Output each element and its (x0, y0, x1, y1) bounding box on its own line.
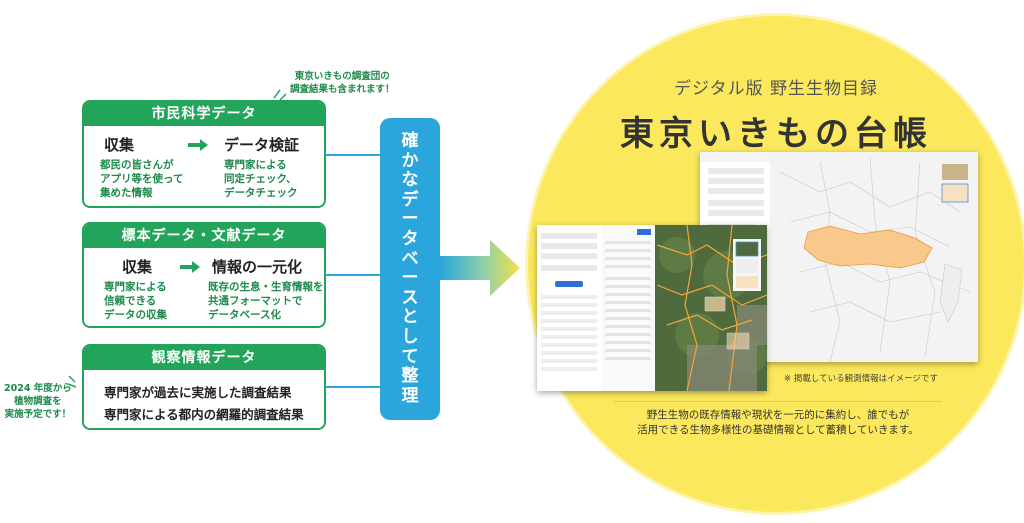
product-caption: 野生生物の既存情報や現状を一元的に集約し、誰でもが 活用できる生物多様性の基礎情… (612, 408, 944, 438)
connector-line (326, 274, 380, 276)
database-bar-label: 確かなデータベースとして整理 (380, 131, 440, 406)
card-title: 観察情報データ (84, 346, 324, 370)
note-line: 2024 年度から (4, 383, 72, 394)
desc-line: データの収集 (104, 309, 167, 321)
desc-line: アプリ等を使って (100, 173, 184, 185)
note-line: 調査結果も含まれます！ (290, 84, 395, 95)
step-desc: 都民の皆さんが アプリ等を使って 集めた情報 (100, 158, 183, 200)
screenshot-satellite-detail (537, 225, 767, 391)
database-bar-char: タ (401, 228, 419, 249)
arrow-right-icon (180, 261, 200, 273)
arrow-right-icon (188, 139, 208, 151)
gradient-arrow-icon (440, 240, 520, 296)
step-title: 収集 (122, 258, 153, 276)
database-bar-char: ス (401, 287, 419, 308)
database-bar-char: か (401, 150, 419, 171)
database-bar-char: ベ (401, 248, 419, 269)
image-note: ※ 掲載している観測情報はイメージです (784, 374, 938, 384)
desc-line: 信頼できる (104, 295, 157, 307)
connector-line (326, 154, 380, 156)
note-accent-lines (273, 89, 287, 101)
step-title: 収集 (104, 136, 135, 154)
observation-line: 専門家が過去に実施した調査結果 (104, 385, 292, 400)
database-bar-char: な (401, 170, 419, 191)
database-bar-char: 確 (401, 131, 419, 151)
desc-line: 共通フォーマットで (208, 295, 303, 307)
card-observation: 観察情報データ 専門家が過去に実施した調査結果 専門家による都内の網羅的調査結果 (82, 344, 326, 430)
connector-line (326, 386, 380, 388)
card-citizen-science: 市民科学データ 収集 データ検証 都民の皆さんが アプリ等を使って 集めた情報 … (82, 100, 326, 208)
step-desc: 専門家による 信頼できる データの収集 (104, 280, 167, 322)
map-icon (537, 225, 767, 391)
desc-line: データベース化 (208, 309, 281, 321)
note-accent-lines (67, 375, 77, 388)
desc-line: 専門家による (224, 159, 287, 171)
card-specimen-literature: 標本データ・文献データ 収集 情報の一元化 専門家による 信頼できる データの収… (82, 222, 326, 328)
note-line: 植物調査を (14, 396, 62, 407)
desc-line: 専門家による (104, 281, 167, 293)
note-survey-team: 東京いきもの調査団の 調査結果も含まれます！ (290, 70, 395, 96)
database-bar-char: 理 (401, 385, 419, 406)
card-title: 標本データ・文献データ (84, 224, 324, 248)
note-line: 実施予定です！ (4, 409, 72, 420)
database-bar-char: デ (401, 189, 419, 210)
card-title: 市民科学データ (84, 102, 324, 126)
observation-line: 専門家による都内の網羅的調査結果 (104, 407, 304, 422)
database-bar-char: ー (401, 268, 419, 289)
database-bar-char: て (401, 346, 419, 367)
caption-line: 野生生物の既存情報や現状を一元的に集約し、誰でもが (646, 409, 910, 421)
step-title: データ検証 (224, 136, 300, 154)
desc-line: データチェック (224, 187, 298, 199)
desc-line: 集めた情報 (100, 187, 153, 199)
database-bar-char: ー (401, 209, 419, 230)
step-title: 情報の一元化 (212, 258, 303, 276)
caption-line: 活用できる生物多様性の基礎情報として蓄積していきます。 (637, 424, 919, 436)
database-bar-char: と (401, 307, 419, 328)
desc-line: 既存の生息・生育情報を (208, 281, 324, 293)
step-desc: 既存の生息・生育情報を 共通フォーマットで データベース化 (208, 280, 324, 322)
note-plant-survey: 2024 年度から 植物調査を 実施予定です！ (4, 382, 72, 421)
database-bar-char: 整 (401, 366, 419, 387)
database-bar: 確かなデータベースとして整理 (380, 118, 440, 420)
database-bar-char: し (401, 326, 419, 347)
note-line: 東京いきもの調査団の (294, 71, 390, 82)
desc-line: 同定チェック、 (224, 173, 297, 185)
caption-divider (614, 401, 942, 402)
step-desc: 専門家による 同定チェック、 データチェック (224, 158, 298, 200)
product-subtitle: デジタル版 野生生物目録 (673, 79, 879, 99)
desc-line: 都民の皆さんが (100, 159, 174, 171)
product-title: 東京いきもの台帳 (620, 114, 932, 154)
